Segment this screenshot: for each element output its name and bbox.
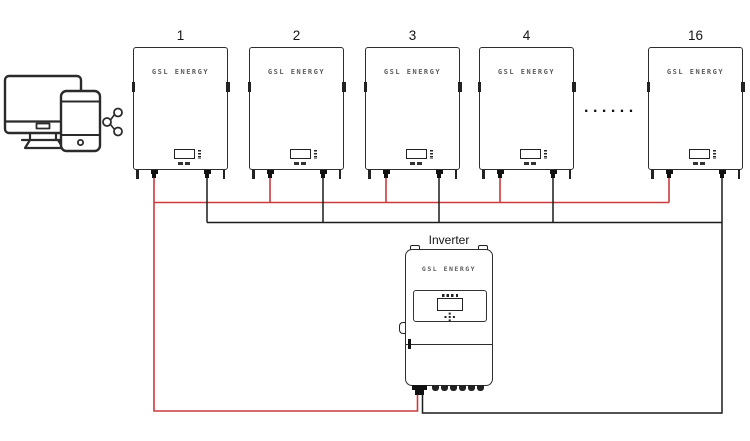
- inverter-brand: GSL ENERGY: [421, 265, 477, 273]
- battery-terminal-positive: [665, 170, 673, 178]
- inverter-connector-port: [450, 385, 457, 391]
- inverter-panel-seam: [405, 343, 493, 346]
- inverter-screen: [436, 298, 463, 311]
- battery-terminal-positive: [266, 170, 274, 178]
- battery-number: 4: [522, 28, 531, 43]
- battery-brand: GSL ENERGY: [666, 68, 725, 76]
- battery-display-logo: [177, 162, 183, 165]
- negative-drop-wires: [206, 174, 554, 223]
- battery-terminal-negative: [319, 170, 327, 178]
- positive-drop-wires: [269, 174, 670, 203]
- battery-number: 16: [687, 28, 704, 43]
- battery-terminal-negative: [435, 170, 443, 178]
- inverter-mount-clip: [399, 322, 406, 334]
- battery-foot: [252, 170, 255, 179]
- battery-display-buttons: [544, 149, 547, 159]
- battery-brand: GSL ENERGY: [383, 68, 442, 76]
- battery-body: GSL ENERGY: [247, 47, 346, 170]
- battery-foot: [136, 170, 139, 179]
- battery-display: [406, 149, 427, 159]
- battery-handle-left: [363, 82, 367, 92]
- battery-foot: [651, 170, 654, 179]
- inverter-body: GSL ENERGY: [405, 249, 493, 386]
- inverter-connector-port: [441, 385, 448, 391]
- battery-display-buttons: [713, 149, 716, 159]
- battery-terminal-negative: [203, 170, 211, 178]
- inverter-battery-terminal: [412, 385, 427, 395]
- battery-display-buttons: [314, 149, 317, 159]
- battery-terminal-positive: [496, 170, 504, 178]
- battery-foot: [338, 170, 342, 179]
- battery-number: 2: [292, 28, 301, 43]
- battery-display: [520, 149, 541, 159]
- battery-display-buttons: [430, 149, 433, 159]
- battery-display-buttons: [198, 149, 201, 159]
- battery-foot: [222, 170, 226, 179]
- inverter-connector-port: [468, 385, 475, 391]
- battery-display-logo: [409, 162, 415, 165]
- battery-terminal-positive: [150, 170, 158, 178]
- battery-terminal-positive: [382, 170, 390, 178]
- inverter-display-panel: [412, 290, 487, 322]
- battery-foot: [368, 170, 371, 179]
- inverter-label: Inverter: [428, 233, 470, 247]
- battery-foot: [454, 170, 458, 179]
- battery-display: [290, 149, 311, 159]
- battery-handle-left: [646, 82, 650, 92]
- battery-number: 1: [176, 28, 185, 43]
- battery-body: GSL ENERGY: [646, 47, 745, 170]
- battery-body: GSL ENERGY: [363, 47, 462, 170]
- inverter-connector-port: [459, 385, 466, 391]
- battery-foot: [737, 170, 741, 179]
- battery-display-logo: [293, 162, 299, 165]
- battery-handle-right: [342, 82, 346, 92]
- battery-terminal-negative: [718, 170, 726, 178]
- battery-body: GSL ENERGY: [131, 47, 230, 170]
- battery-brand: GSL ENERGY: [497, 68, 556, 76]
- battery-brand: GSL ENERGY: [267, 68, 326, 76]
- battery-handle-right: [458, 82, 462, 92]
- battery-handle-left: [477, 82, 481, 92]
- battery-number: 3: [408, 28, 417, 43]
- battery-terminal-negative: [549, 170, 557, 178]
- battery-foot: [568, 170, 572, 179]
- monitoring-devices-icon: [3, 74, 123, 153]
- battery-foot: [482, 170, 485, 179]
- inverter-connector-port: [432, 385, 439, 391]
- inverter-keypad: [448, 315, 451, 319]
- share-icon: [102, 107, 123, 137]
- battery-display: [174, 149, 195, 159]
- battery-handle-right: [572, 82, 576, 92]
- inverter-connector-port: [477, 385, 484, 391]
- inverter-indicator-leds: [441, 294, 458, 297]
- inverter-mount-tab-right: [478, 245, 488, 251]
- battery-display-logo: [523, 162, 529, 165]
- battery-body: GSL ENERGY: [477, 47, 576, 170]
- battery-display-logo: [692, 162, 698, 165]
- inverter-side-screw: [408, 339, 411, 349]
- battery-brand: GSL ENERGY: [151, 68, 210, 76]
- battery-handle-left: [247, 82, 251, 92]
- more-batteries-ellipsis: ......: [584, 99, 638, 116]
- battery-handle-right: [741, 82, 745, 92]
- inverter-mount-tab-left: [410, 245, 420, 251]
- battery-display: [689, 149, 710, 159]
- battery-handle-right: [226, 82, 230, 92]
- smartphone-icon: [59, 89, 102, 153]
- battery-handle-left: [131, 82, 135, 92]
- negative-main-wire: [421, 174, 723, 414]
- positive-main-wire: [153, 174, 419, 412]
